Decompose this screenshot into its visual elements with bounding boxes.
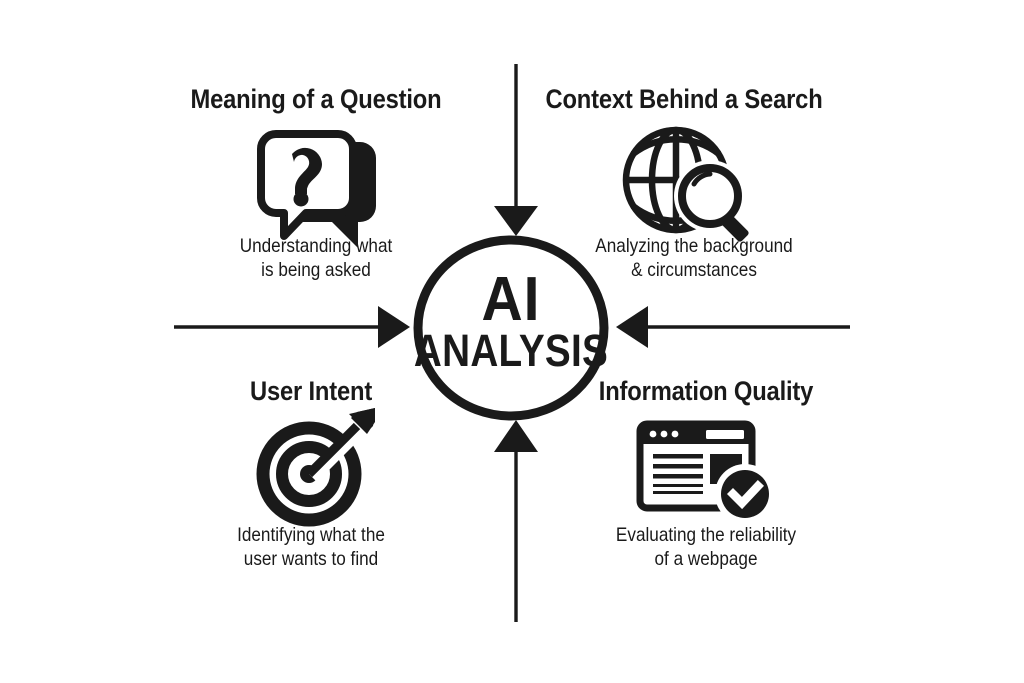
quadrant-desc-line2-information-quality: of a webpage	[654, 547, 757, 569]
webpage-verified-icon	[636, 420, 775, 524]
arrow-top	[494, 64, 538, 236]
quadrant-desc-line1-meaning-of-a-question: Understanding what	[240, 234, 393, 256]
quadrant-desc-line2-context-behind-a-search: & circumstances	[631, 258, 757, 280]
quadrant-information-quality: Information Quality	[599, 377, 814, 570]
window-dot	[660, 430, 668, 438]
globe-magnifier-icon	[622, 126, 749, 242]
arrow-right	[616, 306, 850, 348]
quadrant-title-user-intent: User Intent	[250, 377, 373, 407]
quadrant-desc-line1-context-behind-a-search: Analyzing the background	[595, 234, 792, 256]
quadrant-context-behind-a-search: Context Behind a Search Analyzing the ba…	[545, 85, 822, 281]
quadrant-title-meaning-of-a-question: Meaning of a Question	[191, 85, 442, 115]
content-lines	[653, 454, 703, 494]
window-dot	[649, 430, 657, 438]
quadrant-user-intent: User Intent Identifying what the user wa…	[237, 377, 385, 570]
address-bar	[706, 430, 744, 439]
quadrant-title-context-behind-a-search: Context Behind a Search	[545, 85, 822, 115]
quadrant-desc-line1-user-intent: Identifying what the	[237, 523, 385, 545]
arrow-bottom	[494, 420, 538, 622]
center-secondary-label: ANALYSIS	[414, 325, 608, 375]
check-icon	[726, 479, 765, 510]
target-arrow-icon	[256, 408, 375, 527]
quadrant-title-information-quality: Information Quality	[599, 377, 813, 407]
quadrant-desc-line2-meaning-of-a-question: is being asked	[261, 258, 371, 280]
arrow-left	[174, 306, 410, 348]
quadrant-meaning-of-a-question: Meaning of a Question Understanding what…	[191, 85, 442, 281]
center-primary-label: AI	[482, 264, 541, 334]
center-ellipse	[413, 235, 609, 421]
window-dot	[671, 430, 679, 438]
quadrant-desc-line2-user-intent: user wants to find	[244, 547, 378, 569]
question-mark-glyph	[292, 147, 322, 207]
speech-bubbles-question-icon	[257, 130, 376, 248]
quadrant-desc-line1-information-quality: Evaluating the reliability	[616, 523, 797, 545]
center-hub: AI ANALYSIS	[413, 235, 609, 421]
